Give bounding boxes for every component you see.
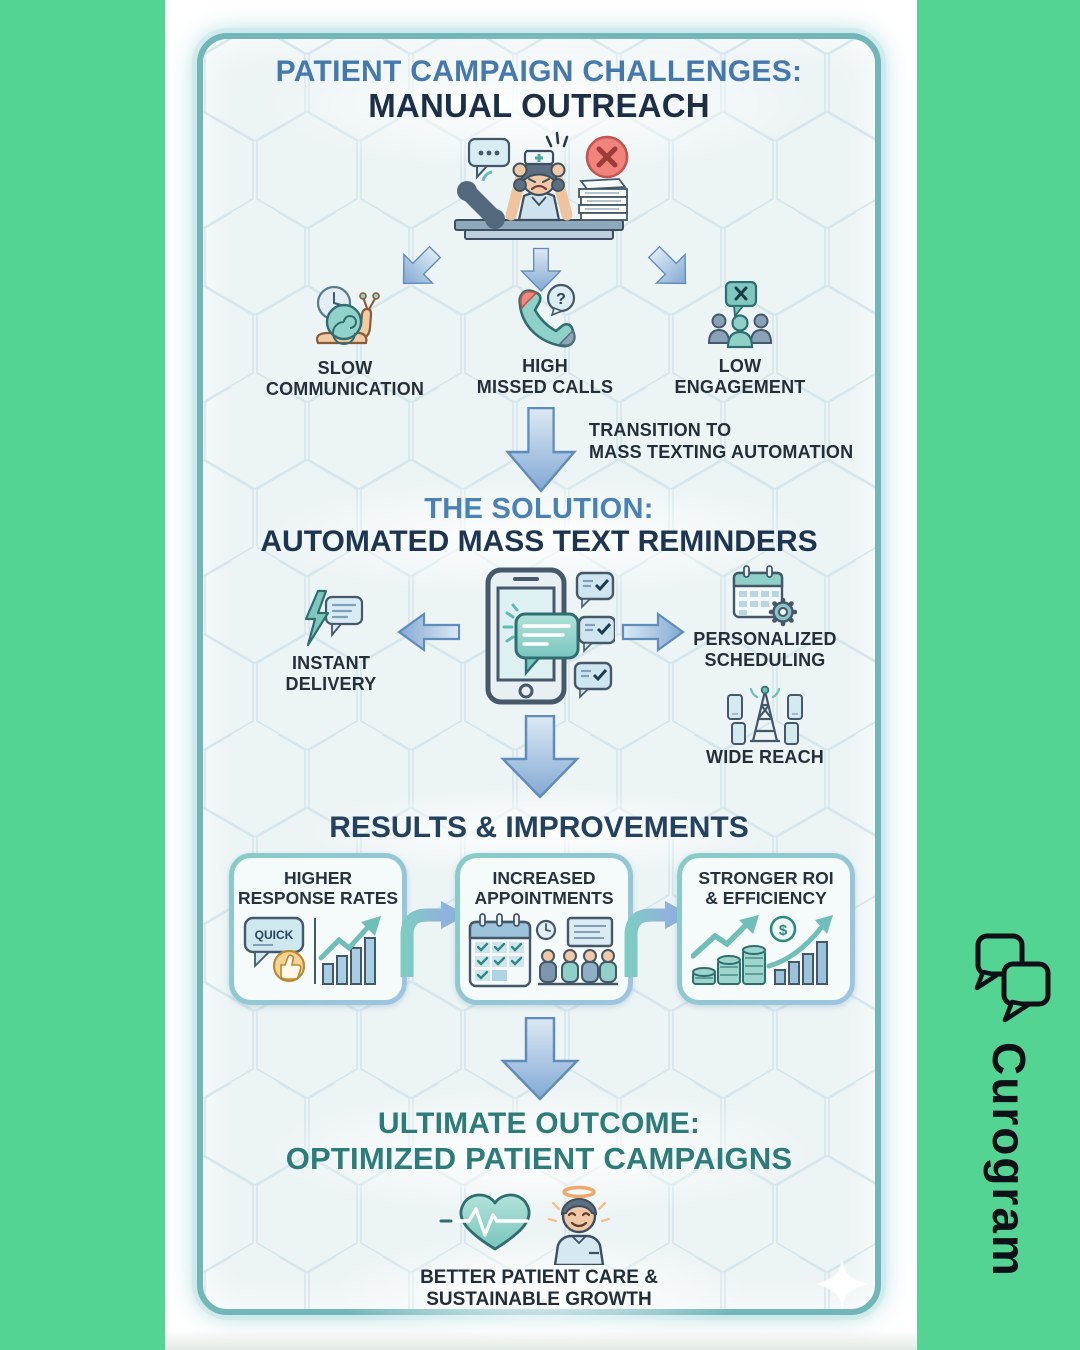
- outcome-caption-line2: SUSTAINABLE GROWTH: [426, 1289, 652, 1310]
- result-box-title-line1: INCREASED: [492, 868, 596, 888]
- outcome-caption-line1: BETTER PATIENT CARE &: [420, 1267, 658, 1288]
- transition-caption: TRANSITION TO MASS TEXTING AUTOMATION: [589, 419, 853, 463]
- challenges-title-line2: MANUAL OUTREACH: [368, 87, 710, 124]
- question-glyph: ?: [556, 291, 566, 308]
- result-box-title-line2: APPOINTMENTS: [474, 888, 614, 908]
- result-box-increased-appointments: INCREASED APPOINTMENTS: [455, 853, 633, 1005]
- coins-growth-icon: $: [691, 915, 833, 985]
- challenge-item-slow-communication: SLOW COMMUNICATION: [245, 281, 445, 400]
- left-green-bar: [0, 0, 165, 1350]
- challenge-label-line2: ENGAGEMENT: [674, 377, 806, 397]
- lightning-message-icon: [304, 589, 364, 647]
- right-green-bar: [917, 0, 1080, 1350]
- results-title: RESULTS & IMPROVEMENTS: [329, 811, 749, 844]
- scheduling-line1: PERSONALIZED: [693, 629, 837, 649]
- result-box-title-line2: & EFFICIENCY: [705, 888, 827, 908]
- stressed-nurse-illustration: [454, 131, 629, 240]
- instant-delivery-line2: DELIVERY: [285, 674, 377, 694]
- transition-caption-line2: MASS TEXTING AUTOMATION: [589, 442, 854, 462]
- low-engagement-icon: [707, 281, 773, 349]
- brand-wordmark: Curogram: [983, 1042, 1035, 1278]
- scheduling-line2: SCHEDULING: [704, 650, 826, 670]
- solution-arrow-left-icon: [397, 612, 461, 652]
- transition-down-arrow-icon: [506, 407, 576, 493]
- challenge-label-line1: LOW: [718, 356, 762, 376]
- missed-call-icon: ?: [518, 283, 576, 348]
- challenge-item-low-engagement: LOW ENGAGEMENT: [640, 281, 840, 398]
- curogram-chat-bubbles-logo-icon: [974, 933, 1051, 1023]
- wide-reach-label: WIDE REACH: [706, 747, 824, 767]
- challenges-title-line1: PATIENT CAMPAIGN CHALLENGES:: [275, 55, 803, 88]
- instant-delivery-label: INSTANT DELIVERY: [243, 653, 419, 695]
- dollar-glyph: $: [779, 922, 788, 939]
- result-box-title-line1: STRONGER ROI: [698, 868, 834, 888]
- bottom-edge-tint: [165, 1330, 917, 1350]
- challenge-label-line2: MISSED CALLS: [476, 377, 614, 397]
- challenge-label-line1: HIGH: [522, 356, 568, 376]
- challenge-label-line1: SLOW: [317, 358, 373, 378]
- outcome-title-line1: ULTIMATE OUTCOME:: [377, 1107, 701, 1140]
- instant-delivery-line1: INSTANT: [291, 653, 371, 673]
- mass-text-phone-icon: [485, 567, 615, 705]
- down-arrow-to-outcome-icon: [501, 1017, 579, 1101]
- heart-ekg-happy-patient-icon: [439, 1185, 611, 1265]
- transition-caption-line1: TRANSITION TO: [589, 420, 732, 440]
- solution-title-line2: AUTOMATED MASS TEXT REMINDERS: [260, 525, 818, 558]
- connector-arrow-1-icon: [400, 901, 467, 977]
- result-box-title-line1: HIGHER: [283, 868, 353, 888]
- solution-title-line1: THE SOLUTION:: [424, 493, 654, 525]
- calendar-gear-icon: [732, 565, 797, 627]
- outcome-title-line2: OPTIMIZED PATIENT CAMPAIGNS: [285, 1141, 793, 1176]
- personalized-scheduling-label: PERSONALIZED SCHEDULING: [675, 629, 855, 671]
- snail-clock-icon: [315, 285, 380, 345]
- broadcast-tower-icon: [727, 685, 803, 745]
- calendar-waiting-room-icon: [468, 913, 618, 988]
- result-box-title-line2: RESPONSE RATES: [237, 888, 399, 908]
- challenge-label-line2: COMMUNICATION: [265, 379, 425, 399]
- challenge-item-high-missed-calls: ? HIGH MISSED CALLS: [445, 281, 645, 398]
- quick-badge: QUICK: [255, 928, 294, 942]
- infographic-card: PATIENT CAMPAIGN CHALLENGES: MANUAL OUTR…: [197, 33, 881, 1345]
- result-box-higher-response-rates: HIGHER RESPONSE RATES QUICK: [229, 853, 407, 1005]
- down-arrow-to-results-icon: [501, 715, 579, 799]
- quick-reply-chart-icon: QUICK: [243, 916, 381, 985]
- result-box-stronger-roi: STRONGER ROI & EFFICIENCY $: [677, 853, 855, 1005]
